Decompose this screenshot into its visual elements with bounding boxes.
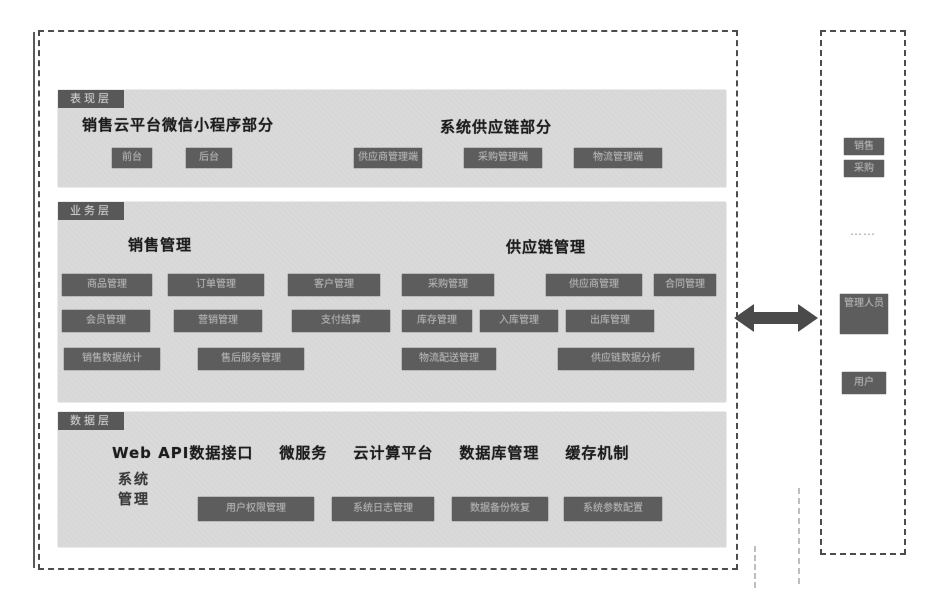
module-box: 用户权限管理 [198, 497, 314, 521]
scan-artifact-line [798, 488, 800, 584]
module-box: 供应商管理 [546, 274, 642, 296]
business-heading-left: 销售管理 [128, 236, 193, 254]
user-panel-frame: 销售 采购 …… 管理人员 用户 [820, 30, 906, 555]
tech-item: 云计算平台 [353, 444, 434, 462]
presentation-layer-tab: 表现层 [58, 90, 124, 108]
module-box: 前台 [112, 148, 152, 168]
presentation-heading-left: 销售云平台微信小程序部分 [82, 116, 275, 134]
user-role-box: 用户 [842, 372, 886, 394]
module-box: 售后服务管理 [198, 348, 304, 370]
module-box: 出库管理 [566, 310, 654, 332]
module-box: 支付结算 [292, 310, 390, 332]
tech-item: 缓存机制 [565, 444, 630, 462]
user-role-box: 采购 [844, 160, 884, 177]
module-box: 物流管理端 [574, 148, 662, 168]
scan-artifact-line [754, 546, 756, 588]
module-box: 系统日志管理 [332, 497, 434, 521]
data-layer-tab: 数据层 [58, 412, 124, 430]
module-box: 客户管理 [288, 274, 380, 296]
module-box: 后台 [186, 148, 232, 168]
data-layer-section: 数据层 Web API数据接口 微服务 云计算平台 数据库管理 缓存机制 系统 … [58, 412, 726, 547]
module-box: 会员管理 [62, 310, 150, 332]
bidirectional-arrow-icon [734, 304, 818, 332]
presentation-heading-right: 系统供应链部分 [440, 118, 553, 136]
frame-edge-line [33, 32, 35, 568]
module-box: 物流配送管理 [402, 348, 496, 370]
system-management-label-line: 系统 [118, 472, 150, 488]
module-box: 销售数据统计 [64, 348, 160, 370]
user-role-box: 销售 [844, 138, 884, 155]
system-management-label-line: 管理 [118, 492, 150, 509]
module-box: 供应商管理端 [354, 148, 422, 168]
business-layer-tab: 业务层 [58, 202, 124, 220]
presentation-layer-section: 表现层 销售云平台微信小程序部分 系统供应链部分 前台 后台 供应商管理端 采购… [58, 90, 726, 187]
module-box: 供应链数据分析 [558, 348, 694, 370]
system-management-label: 系统 管理 [118, 470, 150, 511]
tech-item: Web API数据接口 [112, 444, 254, 462]
module-box: 数据备份恢复 [452, 497, 548, 521]
panel-connector-text: …… [850, 224, 876, 238]
module-box: 订单管理 [168, 274, 264, 296]
module-box: 采购管理端 [464, 148, 542, 168]
business-layer-section: 业务层 销售管理 供应链管理 商品管理 订单管理 客户管理 采购管理 供应商管理… [58, 202, 726, 402]
module-box: 合同管理 [654, 274, 716, 296]
module-box: 入库管理 [480, 310, 558, 332]
user-role-box: 管理人员 [840, 294, 888, 334]
module-box: 采购管理 [402, 274, 494, 296]
system-frame: 表现层 销售云平台微信小程序部分 系统供应链部分 前台 后台 供应商管理端 采购… [33, 30, 738, 570]
module-box: 库存管理 [402, 310, 472, 332]
module-box: 营销管理 [174, 310, 262, 332]
tech-item: 微服务 [279, 444, 328, 462]
module-box: 商品管理 [62, 274, 152, 296]
business-heading-right: 供应链管理 [506, 238, 587, 256]
tech-item: 数据库管理 [459, 444, 540, 462]
module-box: 系统参数配置 [564, 497, 662, 521]
technology-heading-row: Web API数据接口 微服务 云计算平台 数据库管理 缓存机制 [112, 442, 629, 463]
